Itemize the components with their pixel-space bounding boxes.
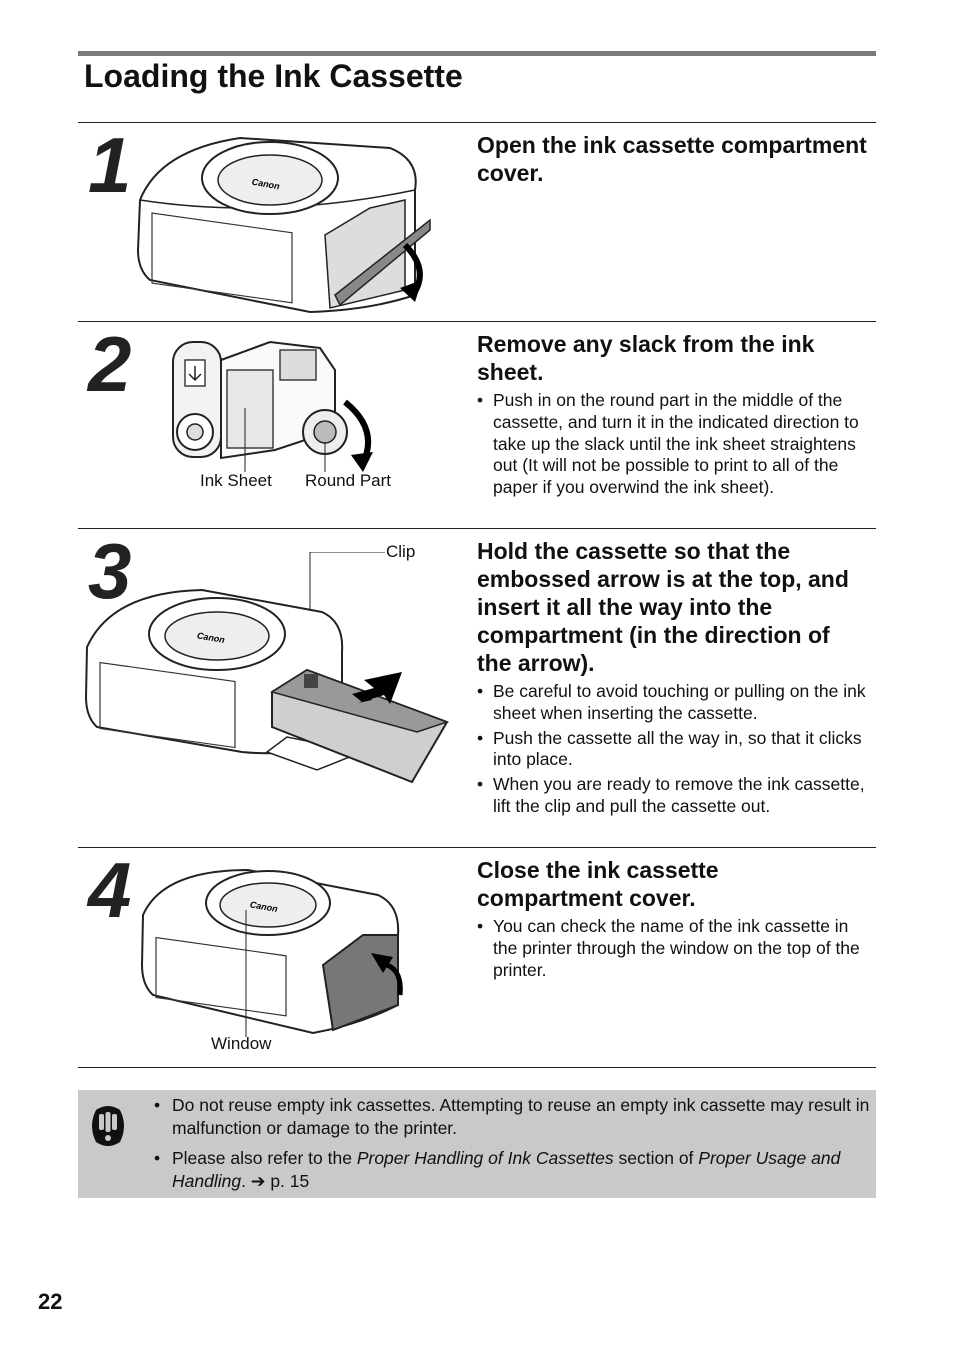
clip-caption: Clip	[386, 542, 416, 561]
step-heading: Hold the cassette so that the embossed a…	[477, 538, 849, 676]
caution-icon	[92, 1106, 124, 1146]
round-part-caption: Round Part	[305, 471, 391, 490]
section-divider	[78, 847, 876, 848]
printer-close-cover-illustration: Canon	[140, 868, 403, 1037]
page-title: Loading the Ink Cassette	[84, 58, 463, 94]
printer-open-cover-illustration: Canon	[136, 136, 431, 314]
ink-sheet-caption: Ink Sheet	[200, 471, 272, 490]
section-divider	[78, 122, 876, 123]
step-number: 1	[88, 121, 131, 209]
page-number: 22	[38, 1289, 63, 1314]
step-3-text: Hold the cassette so that the embossed a…	[477, 537, 869, 821]
step-heading: Open the ink cassette compartment cover.	[477, 132, 867, 186]
step-1-text: Open the ink cassette compartment cover.	[477, 131, 869, 187]
section-divider	[78, 1067, 876, 1068]
step-number: 4	[88, 846, 131, 934]
step-bullets: Be careful to avoid touching or pulling …	[477, 681, 869, 818]
title-rule	[78, 51, 876, 56]
step-heading: Remove any slack from the ink sheet.	[477, 331, 815, 385]
bullet-item: Push in on the round part in the middle …	[477, 390, 869, 499]
window-caption: Window	[211, 1034, 272, 1053]
svg-text:Canon: Canon	[196, 630, 226, 645]
section-divider	[78, 528, 876, 529]
note-item: Do not reuse empty ink cassettes. Attemp…	[154, 1094, 870, 1139]
svg-text:Canon: Canon	[249, 899, 279, 914]
ink-cassette-illustration	[172, 340, 373, 472]
note-list: Do not reuse empty ink cassettes. Attemp…	[154, 1094, 870, 1200]
step-2-text: Remove any slack from the ink sheet. Pus…	[477, 330, 869, 502]
step-bullets: Push in on the round part in the middle …	[477, 390, 869, 499]
bullet-item: When you are ready to remove the ink cas…	[477, 774, 869, 818]
note-item: Please also refer to the Proper Handling…	[154, 1147, 870, 1192]
bullet-item: You can check the name of the ink casset…	[477, 916, 869, 981]
step-heading: Close the ink cassette compartment cover…	[477, 857, 719, 911]
step-4-text: Close the ink cassette compartment cover…	[477, 856, 869, 984]
bullet-item: Push the cassette all the way in, so tha…	[477, 728, 869, 772]
step-number: 3	[88, 527, 131, 615]
caution-note-box: Do not reuse empty ink cassettes. Attemp…	[78, 1090, 876, 1198]
printer-insert-cassette-illustration: Canon	[84, 552, 450, 784]
svg-text:Canon: Canon	[251, 177, 281, 192]
section-divider	[78, 321, 876, 322]
step-number: 2	[88, 320, 131, 408]
step-bullets: You can check the name of the ink casset…	[477, 916, 869, 981]
bullet-item: Be careful to avoid touching or pulling …	[477, 681, 869, 725]
